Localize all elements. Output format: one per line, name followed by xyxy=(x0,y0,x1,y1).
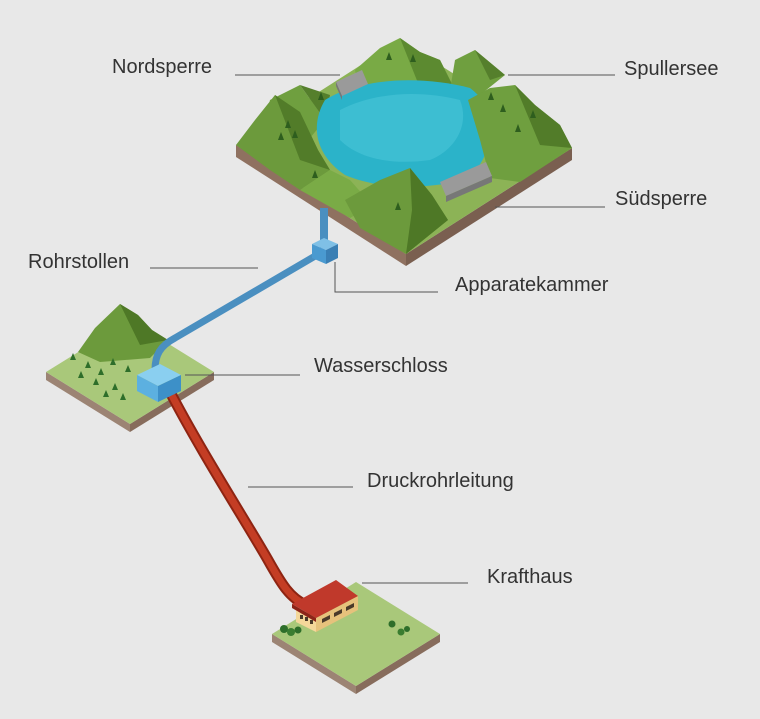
mountain-shade xyxy=(275,95,330,170)
block-base-right xyxy=(356,634,440,694)
label-druckrohrleitung: Druckrohrleitung xyxy=(367,470,514,492)
label-nordsperre: Nordsperre xyxy=(112,56,213,78)
mountain xyxy=(236,95,330,190)
leader-lines xyxy=(150,74,615,584)
mountain xyxy=(450,50,505,95)
block-base-left xyxy=(272,634,356,694)
mountain-shade xyxy=(475,50,505,80)
mountain xyxy=(78,304,168,362)
suedsperre-dam xyxy=(440,162,492,196)
krafthaus-roof xyxy=(292,580,358,618)
bushes xyxy=(280,620,410,636)
label-wasserschloss: Wasserschloss xyxy=(314,355,448,377)
lake-highlight xyxy=(340,94,464,162)
label-rohrstollen: Rohrstollen xyxy=(28,251,130,273)
mountain-shade xyxy=(400,38,455,90)
mountain-shade xyxy=(515,85,572,148)
krafthaus-windows xyxy=(300,603,354,624)
apparatekammer-cube xyxy=(312,238,338,264)
trees xyxy=(278,52,536,210)
dam-face xyxy=(336,82,342,100)
block-base-left xyxy=(46,372,130,432)
label-krafthaus: Krafthaus xyxy=(487,566,573,588)
label-spullersee: Spullersee xyxy=(624,58,719,80)
shaft xyxy=(320,208,328,248)
leader-apparatekammer xyxy=(334,262,438,293)
reservoir-base-right xyxy=(406,148,572,266)
label-apparatekammer: Apparatekammer xyxy=(455,274,609,296)
trees xyxy=(70,353,131,400)
nordsperre-dam xyxy=(336,70,368,96)
krafthaus-block xyxy=(272,580,440,694)
mountain-shade xyxy=(406,168,448,254)
dam-face xyxy=(446,176,492,202)
druckrohrleitung xyxy=(164,384,310,609)
label-suedsperre: Südsperre xyxy=(615,188,708,210)
wasserschloss-cube xyxy=(137,364,181,402)
mountain-shade xyxy=(120,304,168,345)
krafthaus-roof-edge xyxy=(292,604,316,622)
reservoir-block xyxy=(236,38,572,266)
wasserschloss-block xyxy=(46,304,214,432)
rohrstollen-tunnel xyxy=(151,248,326,374)
mountain xyxy=(468,85,572,182)
